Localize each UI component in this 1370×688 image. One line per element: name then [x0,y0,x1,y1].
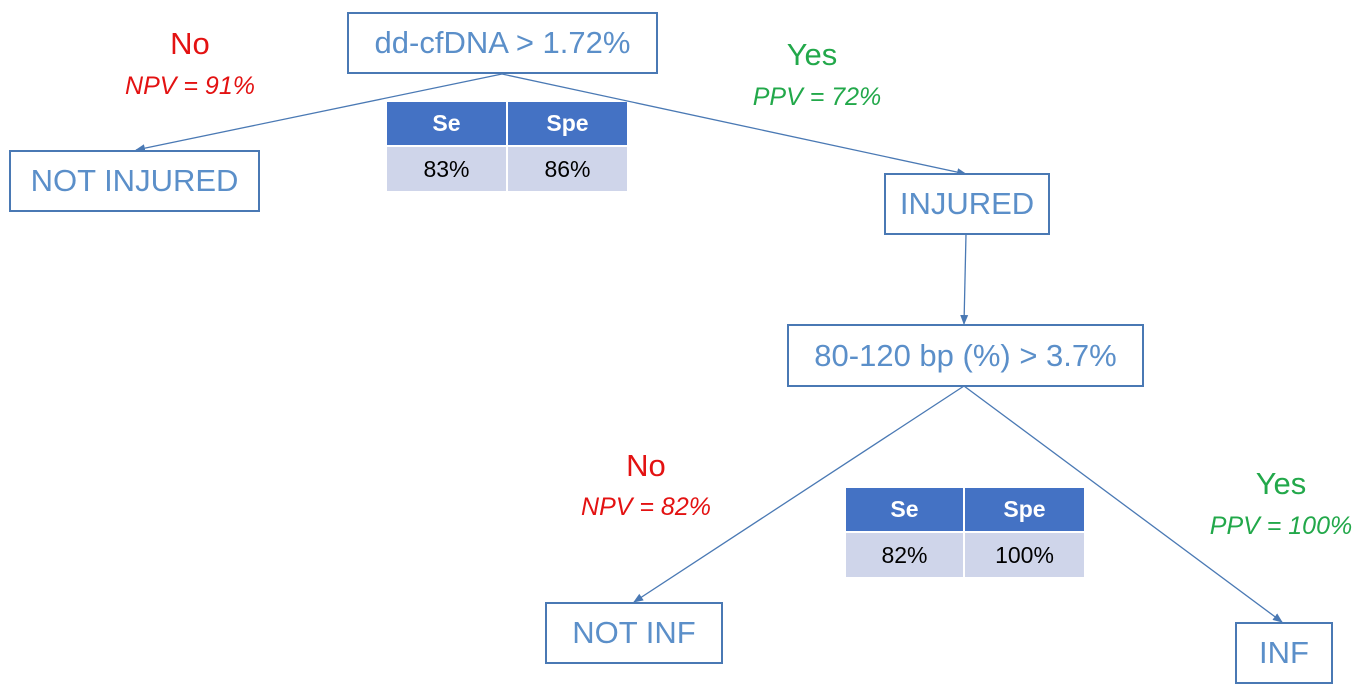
edge-root-to-not-injured [135,73,503,153]
edge-second-to-not-inf [633,385,965,603]
table-header-spe: Spe [965,488,1084,531]
table-header-se: Se [387,102,506,145]
second-ppv-label: PPV = 100% [1209,512,1353,540]
second-npv-label: NPV = 82% [581,493,711,521]
second-node: 80-120 bp (%) > 3.7% [787,324,1144,387]
inf-node: INF [1235,622,1333,684]
not-inf-node: NOT INF [545,602,723,664]
not-injured-node: NOT INJURED [9,150,260,212]
root-yes-label: Yes [786,37,838,72]
table-cell-se: 83% [387,147,506,191]
injured-node: INJURED [884,173,1050,235]
table-header-spe: Spe [508,102,627,145]
root-no-label: No [170,26,210,61]
edge-root-to-injured [501,73,967,177]
table-cell-spe: 100% [965,533,1084,577]
edge-injured-to-second [960,233,969,325]
root-npv-label: NPV = 91% [125,72,255,100]
root-ppv-label: PPV = 72% [752,83,882,111]
stats-table-second: Se Spe 82% 100% [844,486,1086,579]
second-yes-label: Yes [1255,466,1307,501]
root-node: dd-cfDNA > 1.72% [347,12,658,74]
second-no-label: No [626,448,666,483]
stats-table-first: Se Spe 83% 86% [385,100,629,193]
table-cell-se: 82% [846,533,963,577]
table-header-se: Se [846,488,963,531]
table-cell-spe: 86% [508,147,627,191]
edge-second-to-inf [963,385,1283,623]
